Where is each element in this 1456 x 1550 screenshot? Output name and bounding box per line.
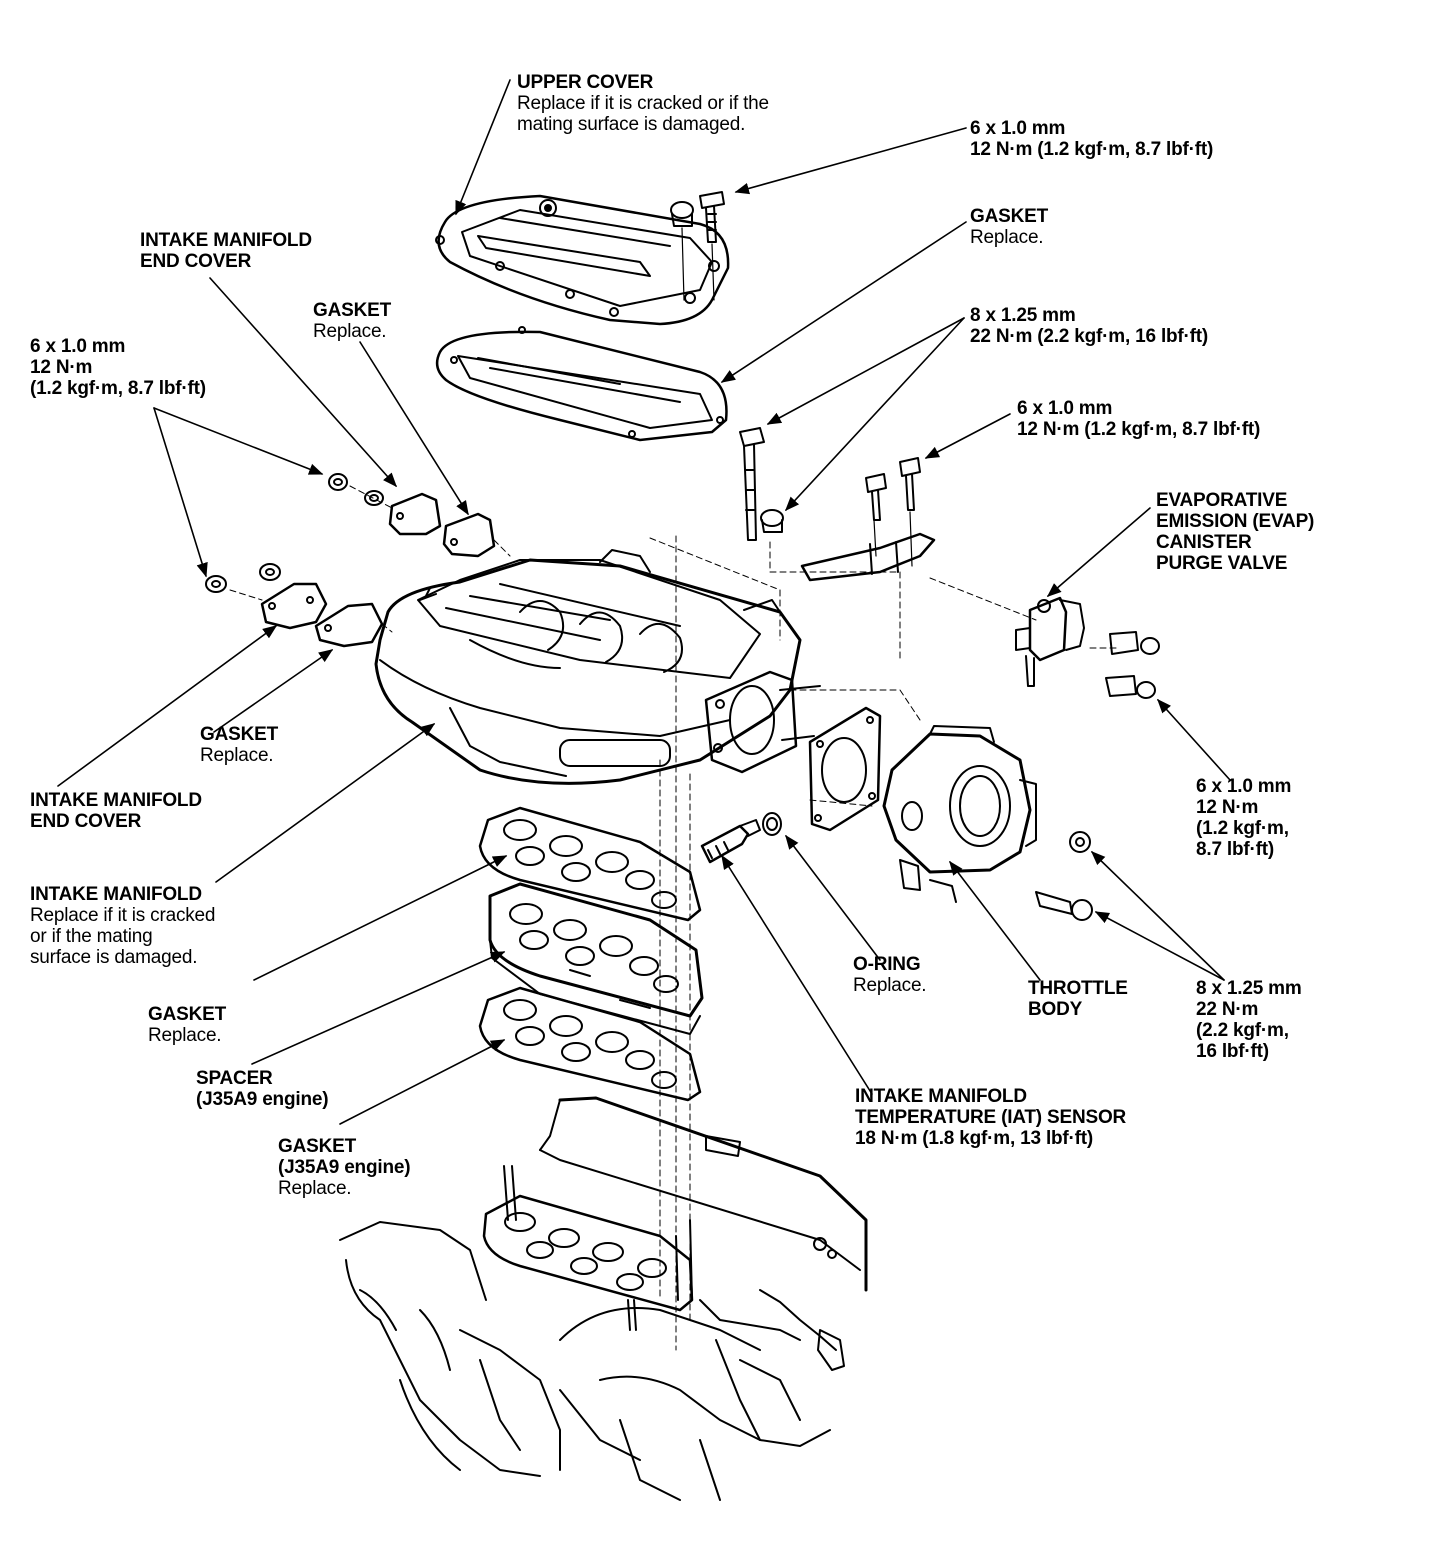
callout-gasket-mid-left: GASKET Replace. [313, 300, 391, 342]
callout-top-bolt-spec: 6 x 1.0 mm 12 N·m (1.2 kgf·m, 8.7 lbf·ft… [970, 118, 1213, 160]
callout-title: GASKET [200, 724, 278, 745]
callout-note: Replace. [200, 745, 274, 766]
callout-title: (2.2 kgf·m, [1196, 1020, 1289, 1041]
throttle-body [882, 725, 1037, 903]
callout-title: PURGE VALVE [1156, 553, 1288, 574]
callout-note: Replace. [278, 1178, 352, 1199]
callout-title: EMISSION (EVAP) [1156, 511, 1315, 532]
evap-purge-valve [1015, 596, 1160, 699]
callout-throttle-body: THROTTLE BODY [1028, 978, 1128, 1020]
callout-title: SPACER [196, 1068, 273, 1089]
callout-title: 8.7 lbf·ft) [1196, 839, 1275, 860]
evap-bracket [800, 532, 936, 582]
leader-lines [57, 79, 1231, 1125]
callout-title: 12 N·m (1.2 kgf·m, 8.7 lbf·ft) [970, 139, 1214, 160]
callout-title: (J35A9 engine) [278, 1157, 411, 1178]
callout-note: Replace if it is cracked or if the [517, 93, 769, 114]
callout-left-bolt-spec: 6 x 1.0 mm 12 N·m (1.2 kgf·m, 8.7 lbf·ft… [30, 336, 206, 399]
callout-bolt-6-mid-right: 6 x 1.0 mm 12 N·m (1.2 kgf·m, 8.7 lbf·ft… [1017, 398, 1260, 440]
callout-bolt-6-right: 6 x 1.0 mm 12 N·m (1.2 kgf·m, 8.7 lbf·ft… [1196, 776, 1291, 860]
callout-end-cover-bottom: INTAKE MANIFOLD END COVER [30, 790, 202, 832]
callout-title: CANISTER [1156, 532, 1252, 553]
callout-title: 6 x 1.0 mm [1196, 776, 1292, 797]
callout-bolt-8-upper: 8 x 1.25 mm 22 N·m (2.2 kgf·m, 16 lbf·ft… [970, 305, 1208, 347]
upper-cover [435, 194, 730, 326]
callout-title: O-RING [853, 954, 921, 975]
end-cover-gasket-left [314, 602, 384, 648]
callout-title: 8 x 1.25 mm [970, 305, 1076, 326]
callout-title: 6 x 1.0 mm [30, 336, 126, 357]
callout-title: (J35A9 engine) [196, 1089, 329, 1110]
callout-note: surface is damaged. [30, 947, 198, 968]
callout-note: mating surface is damaged. [517, 114, 746, 135]
callout-gasket-lower: GASKET Replace. [148, 1004, 226, 1046]
callout-note: Replace. [970, 227, 1044, 248]
callout-title: 12 N·m (1.2 kgf·m, 8.7 lbf·ft) [1017, 419, 1261, 440]
throttle-gasket [808, 706, 882, 832]
callout-title: THROTTLE [1028, 978, 1128, 999]
upper-cover-bolts [670, 191, 725, 301]
callout-title: 12 N·m [30, 357, 93, 378]
callout-title: UPPER COVER [517, 72, 654, 93]
callout-title: GASKET [970, 206, 1048, 227]
callout-gasket-end-cover: GASKET Replace. [200, 724, 278, 766]
callout-title: 22 N·m (2.2 kgf·m, 16 lbf·ft) [970, 326, 1209, 347]
callout-title: 6 x 1.0 mm [970, 118, 1066, 139]
callout-title: 12 N·m [1196, 797, 1259, 818]
callout-note: Replace. [148, 1025, 222, 1046]
manifold-bolts [739, 427, 921, 567]
callout-title: 22 N·m [1196, 999, 1259, 1020]
callout-title: 6 x 1.0 mm [1017, 398, 1113, 419]
callout-title: 18 N·m (1.8 kgf·m, 13 lbf·ft) [855, 1128, 1094, 1149]
callout-iat-sensor: INTAKE MANIFOLD TEMPERATURE (IAT) SENSOR… [855, 1086, 1126, 1149]
callout-title: INTAKE MANIFOLD [140, 230, 312, 251]
callout-title: END COVER [140, 251, 252, 272]
end-cover-left [205, 563, 328, 630]
callout-gasket-top-right: GASKET Replace. [970, 206, 1048, 248]
o-ring [762, 812, 782, 836]
iat-sensor [700, 819, 761, 864]
end-cover-gasket-right [442, 512, 496, 558]
callout-title: INTAKE MANIFOLD [30, 790, 202, 811]
callout-intake-manifold: INTAKE MANIFOLD Replace if it is cracked… [30, 884, 215, 968]
callout-title: END COVER [30, 811, 142, 832]
throttle-bolts [1035, 831, 1093, 921]
callout-title: GASKET [278, 1136, 356, 1157]
callout-note: Replace. [853, 975, 927, 996]
spacer-gasket [478, 986, 702, 1102]
callout-title: GASKET [148, 1004, 226, 1025]
callout-title: EVAPORATIVE [1156, 490, 1288, 511]
callout-title: GASKET [313, 300, 391, 321]
upper-gasket [435, 326, 728, 442]
callout-title: BODY [1028, 999, 1083, 1020]
callout-upper-cover: UPPER COVER Replace if it is cracked or … [517, 72, 769, 135]
intake-manifold [374, 549, 802, 785]
callout-evap-valve: EVAPORATIVE EMISSION (EVAP) CANISTER PUR… [1156, 490, 1314, 574]
manifold-throttle-flange [704, 670, 821, 774]
callout-title: 8 x 1.25 mm [1196, 978, 1302, 999]
callout-spacer: SPACER (J35A9 engine) [196, 1068, 329, 1110]
callout-title: (1.2 kgf·m, [1196, 818, 1289, 839]
end-cover-right [328, 473, 442, 536]
callout-o-ring: O-RING Replace. [853, 954, 927, 996]
callout-note: Replace. [313, 321, 387, 342]
callout-note: or if the mating [30, 926, 153, 947]
callout-title: INTAKE MANIFOLD [30, 884, 202, 905]
callout-bolt-8-right: 8 x 1.25 mm 22 N·m (2.2 kgf·m, 16 lbf·ft… [1196, 978, 1302, 1062]
callout-note: Replace if it is cracked [30, 905, 216, 926]
callout-gasket-j35a9: GASKET (J35A9 engine) Replace. [278, 1136, 411, 1199]
engine-block [339, 1096, 868, 1501]
callout-title: 16 lbf·ft) [1196, 1041, 1269, 1062]
callout-end-cover-top: INTAKE MANIFOLD END COVER [140, 230, 312, 272]
callout-title: INTAKE MANIFOLD [855, 1086, 1027, 1107]
manifold-gasket [478, 806, 702, 922]
callout-title: TEMPERATURE (IAT) SENSOR [855, 1107, 1127, 1128]
callout-title: (1.2 kgf·m, 8.7 lbf·ft) [30, 378, 206, 399]
